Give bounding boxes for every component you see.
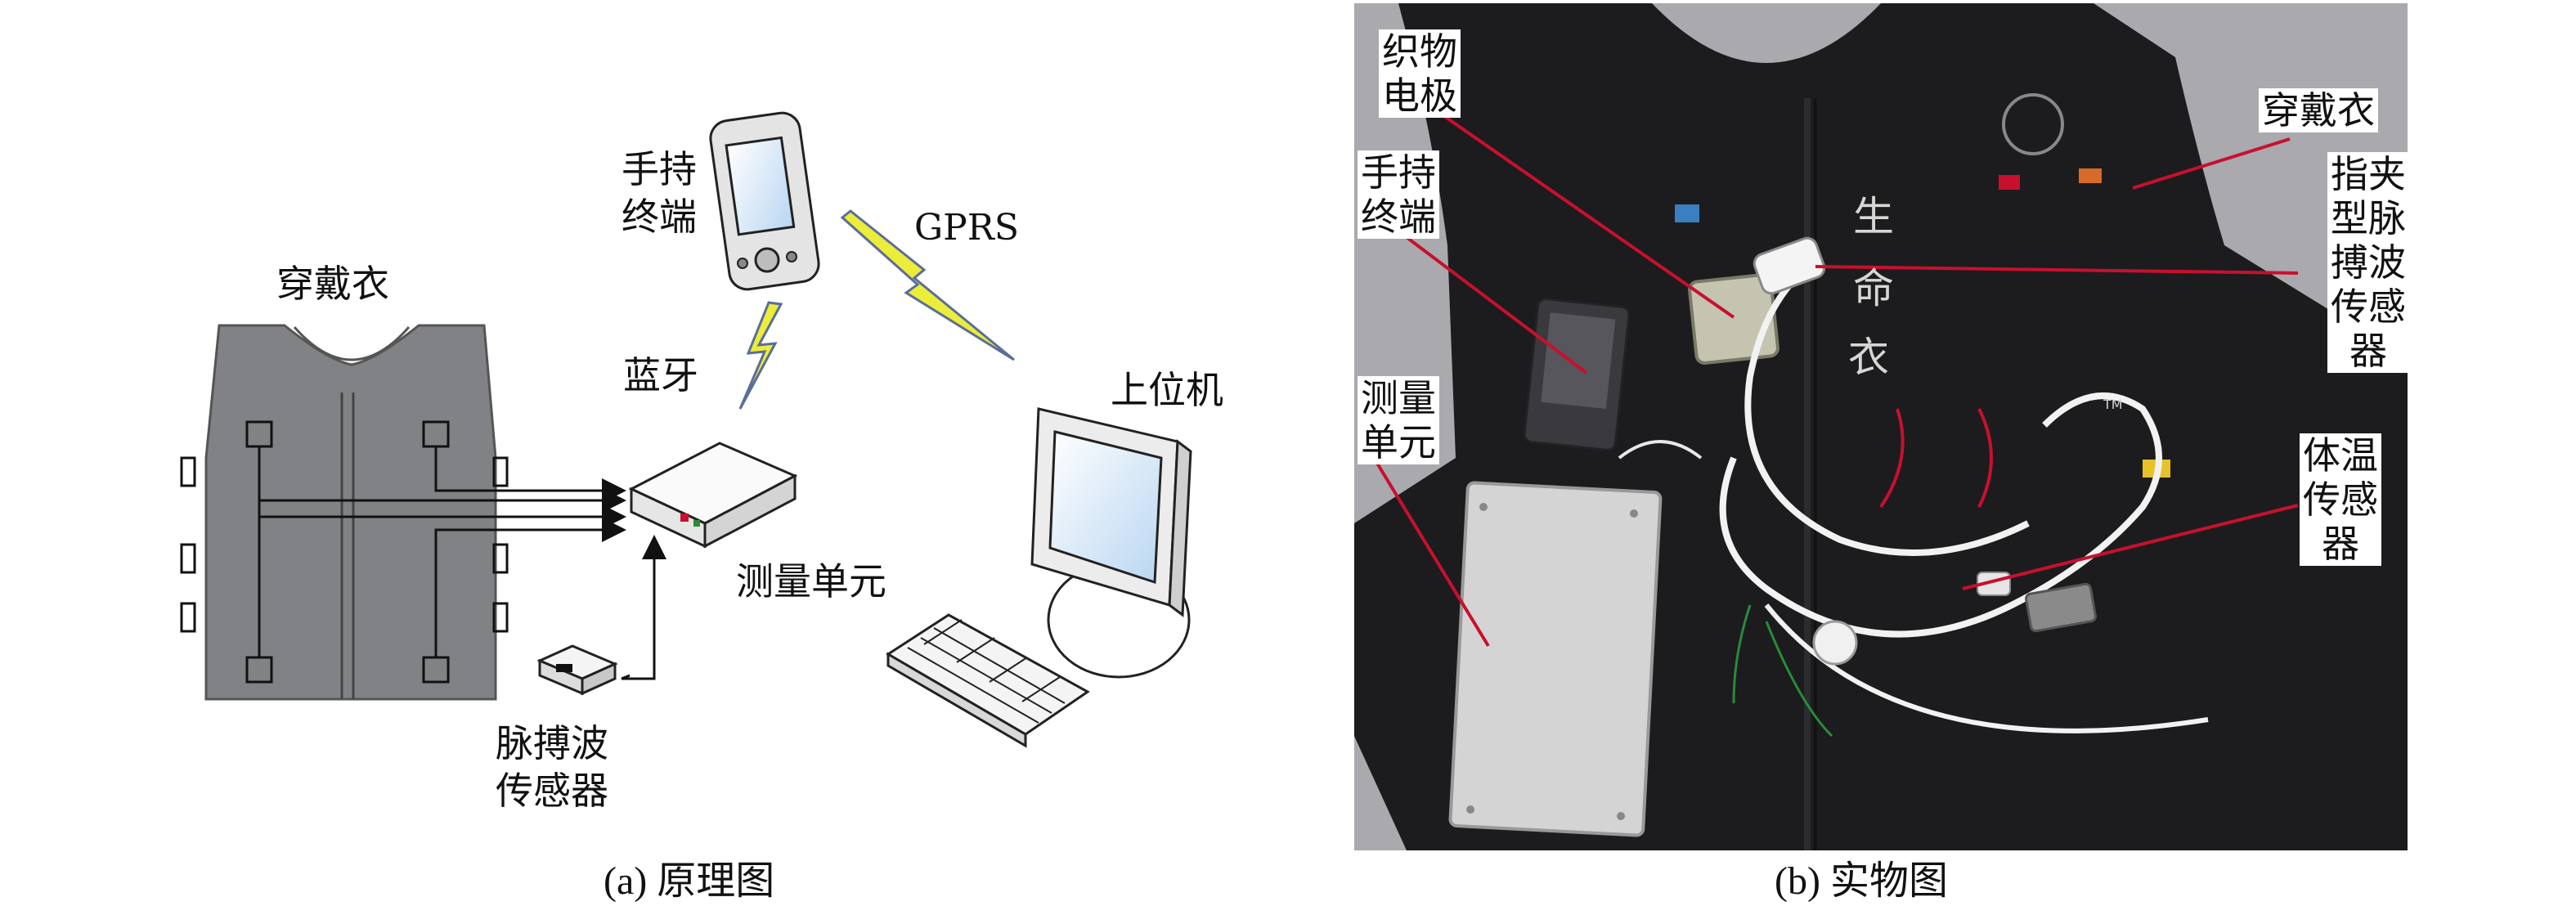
host-computer-illustration xyxy=(886,407,1192,748)
finger-clip-cable xyxy=(1744,258,2030,556)
fabric-electrode-label: 织物 电极 xyxy=(1379,29,1461,118)
caption-schematic: (a) 原理图 xyxy=(604,859,775,903)
host-label: 上位机 xyxy=(1111,368,1223,412)
gprs-label: GPRS xyxy=(914,207,1020,249)
vest-photo-label: 穿戴衣 xyxy=(2259,88,2378,132)
tm-mark: TM xyxy=(2103,397,2123,412)
photo-reproduction: 生 命 衣 TM xyxy=(1354,3,2408,850)
finger-clip-label: 指夹 型脉 搏波 传感 器 xyxy=(2327,152,2409,373)
finger-clip-sensor-photo xyxy=(1752,236,1826,295)
temp-sensor-label: 体温 传感 器 xyxy=(2300,433,2381,566)
handheld-terminal-illustration xyxy=(709,111,820,291)
temp-sensor-photo xyxy=(1812,620,1858,666)
vest-print-2: 命 xyxy=(1853,265,1894,312)
vest-print-3: 衣 xyxy=(1848,334,1889,381)
measurement-unit-photo xyxy=(1448,481,1663,837)
panel-schematic: 穿戴衣 手持 终端 GPRS 蓝牙 上位机 测量单元 脉搏波 传感器 (a) 原… xyxy=(180,111,1223,903)
handheld-photo-label: 手持 终端 xyxy=(1358,150,1439,239)
panel-photo: 生 命 衣 TM 织物 电极 手持 终端 测量 单元 穿戴衣 指夹 型脉 搏波 … xyxy=(1308,0,2576,915)
handheld-label: 手持 终端 xyxy=(622,147,697,239)
bluetooth-label: 蓝牙 xyxy=(623,353,698,397)
fabric-electrode-photo xyxy=(1688,273,1779,365)
vest-label: 穿戴衣 xyxy=(276,262,389,306)
pulse-sensor-illustration xyxy=(536,644,618,696)
vest-illustration xyxy=(180,324,626,701)
caption-photo: (b) 实物图 xyxy=(1775,859,1948,903)
bluetooth-link-icon xyxy=(738,301,783,410)
schematic-diagram xyxy=(180,111,1192,748)
gprs-link-icon xyxy=(840,209,1015,361)
pulse-sensor-label: 脉搏波 传感器 xyxy=(496,721,608,813)
vest-logo-icon xyxy=(2002,93,2064,155)
vest-print-1: 生 xyxy=(1853,193,1894,240)
leader-lines xyxy=(1372,88,2299,648)
measure-unit-photo-label: 测量 单元 xyxy=(1358,376,1439,464)
measurement-unit-illustration xyxy=(628,442,798,549)
measure-unit-label: 测量单元 xyxy=(736,559,886,603)
